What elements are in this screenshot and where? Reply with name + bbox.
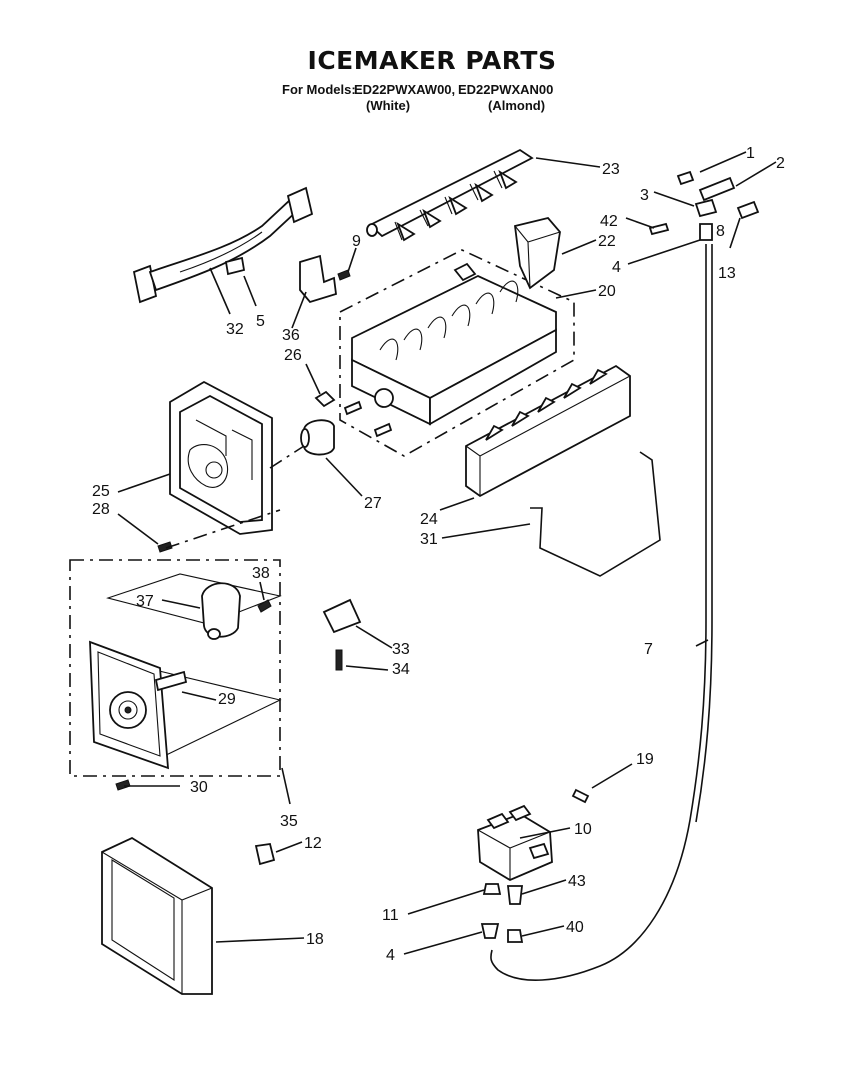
- part-40-nut: [507, 929, 524, 943]
- callout-13: 13: [718, 265, 736, 282]
- part-30-screw: [115, 779, 131, 791]
- callout-32: 32: [226, 321, 244, 338]
- callout-20: 20: [598, 283, 616, 300]
- callout-27: 27: [364, 495, 382, 512]
- callout-1: 1: [746, 145, 755, 162]
- callout-18: 18: [306, 931, 324, 948]
- callout-29: 29: [218, 691, 236, 708]
- models-label: For Models:: [282, 82, 356, 97]
- part-4-insert: [480, 923, 500, 939]
- part-33-bracket: [322, 598, 362, 634]
- callout-9: 9: [352, 233, 361, 250]
- part-12-wire-nut: [254, 842, 276, 866]
- part-31-shutoff-arm: [530, 451, 661, 577]
- callout-23: 23: [602, 161, 620, 178]
- callout-30: 30: [190, 779, 208, 796]
- callout-8: 8: [716, 223, 725, 240]
- callout-22: 22: [598, 233, 616, 250]
- callout-19: 19: [636, 751, 654, 768]
- part-7-water-tube: [490, 244, 707, 981]
- part-38-screw: [257, 599, 272, 613]
- callout-2: 2: [776, 155, 785, 172]
- callout-5: 5: [256, 313, 265, 330]
- callout-36: 36: [282, 327, 300, 344]
- callout-42: 42: [600, 213, 618, 230]
- callout-labels: 1 2 3 23 42 22 8 4 13 20 9 32 5 36 26 27…: [92, 145, 785, 964]
- callout-40: 40: [566, 919, 584, 936]
- part-37-motor: [201, 582, 241, 640]
- page-title: ICEMAKER PARTS: [307, 46, 557, 75]
- part-34-screw: [335, 649, 343, 671]
- callout-4-top: 4: [612, 259, 621, 276]
- part-11-nut: [482, 883, 502, 895]
- callout-25: 25: [92, 483, 110, 500]
- callout-37: 37: [136, 593, 154, 610]
- callout-24: 24: [420, 511, 438, 528]
- model-white: ED22PWXAW00,: [354, 82, 456, 97]
- finish-white: (White): [366, 98, 411, 113]
- part-22-fill-cup: [514, 216, 561, 290]
- callout-35: 35: [280, 813, 298, 830]
- part-32-harness: [132, 186, 314, 304]
- callout-28: 28: [92, 501, 110, 518]
- part-25-module: [169, 380, 273, 535]
- part-36-bracket: [299, 254, 351, 304]
- callout-4-bottom: 4: [386, 947, 395, 964]
- part-18-cover: [101, 836, 213, 995]
- part-29-module: [89, 640, 188, 770]
- part-19-screw: [571, 788, 590, 804]
- callout-38: 38: [252, 565, 270, 582]
- callout-31: 31: [420, 531, 438, 548]
- part-24-cover: [465, 364, 631, 498]
- callout-10: 10: [574, 821, 592, 838]
- kit-box-perspective: [106, 573, 282, 759]
- callout-34: 34: [392, 661, 410, 678]
- part-20-mold: [339, 249, 575, 457]
- part-10-water-valve: [477, 804, 553, 882]
- part-28-screw: [157, 541, 173, 553]
- part-27-motor: [300, 419, 335, 456]
- part-35-kit-outline: [69, 559, 281, 777]
- callout-11: 11: [382, 907, 399, 924]
- callout-43: 43: [568, 873, 586, 890]
- part-26-clip: [314, 390, 336, 408]
- callout-26: 26: [284, 347, 302, 364]
- part-23-ejector: [366, 148, 534, 242]
- fittings-top-right: [648, 170, 760, 241]
- part-43-fitting: [506, 885, 524, 905]
- callout-7: 7: [644, 641, 653, 658]
- callout-33: 33: [392, 641, 410, 658]
- model-almond: ED22PWXAN00: [458, 82, 554, 97]
- callout-3: 3: [640, 187, 649, 204]
- callout-12: 12: [304, 835, 322, 852]
- leader-lines: [117, 151, 777, 955]
- finish-almond: (Almond): [488, 98, 546, 113]
